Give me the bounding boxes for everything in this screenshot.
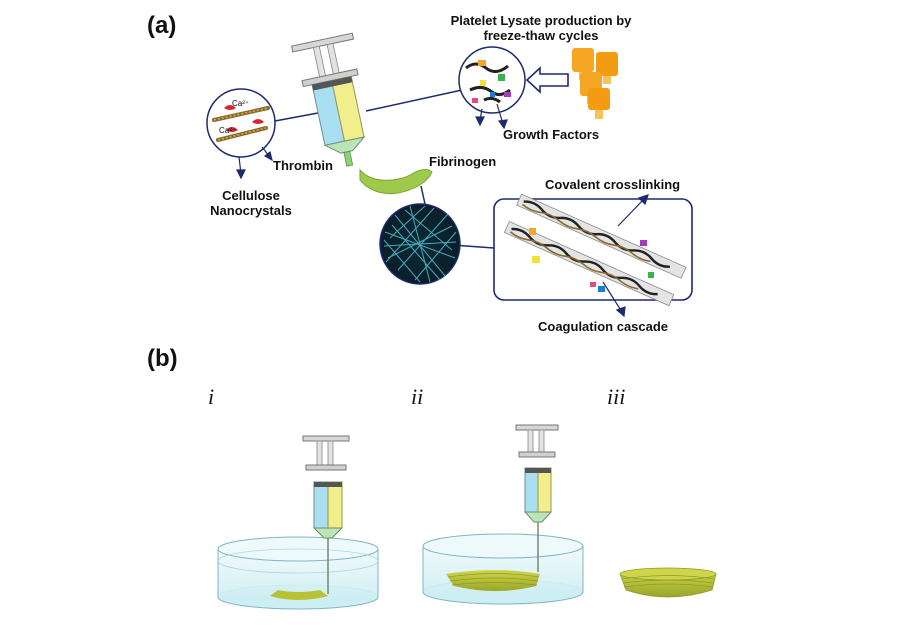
callout-arrows	[602, 194, 649, 318]
platelet-lysate-title-line1: Platelet Lysate production by	[450, 13, 632, 28]
fibrinogen-label: Fibrinogen	[429, 154, 497, 169]
step-ii-dish	[422, 533, 584, 605]
platelet-bags	[572, 48, 618, 119]
growth-factors-label: Growth Factors	[503, 127, 600, 142]
growth-factor-arrows	[475, 103, 508, 130]
step-i-illustration	[217, 435, 379, 610]
hollow-arrow	[525, 66, 569, 94]
calcium-ion-label-bottom: Ca²⁺	[219, 126, 237, 135]
cellulose-label-line2: Nanocrystals	[210, 203, 292, 218]
step-i-syringe	[302, 435, 350, 594]
coagulation-cascade-label: Coagulation cascade	[538, 319, 669, 334]
step-ii-label: ii	[411, 384, 424, 409]
panel-b-label: (b)	[147, 345, 178, 372]
hydrogel-strand	[359, 168, 433, 195]
step-iii-scaffold	[619, 567, 717, 598]
thrombin-label: Thrombin	[273, 158, 333, 173]
platelet-lysate-title-line2: freeze-thaw cycles	[483, 28, 599, 43]
platelet-lysate-circle	[458, 46, 526, 114]
step-iii-label: iii	[607, 384, 626, 409]
step-i-label: i	[208, 384, 215, 409]
cellulose-arrows	[236, 146, 273, 180]
cellulose-label-line1: Cellulose	[222, 188, 280, 203]
main-syringe	[291, 32, 366, 167]
calcium-ion-label-top: Ca²⁺	[232, 99, 250, 108]
platelet-lysate-title: Platelet Lysate production by freeze-tha…	[418, 13, 664, 43]
covalent-crosslinking-label: Covalent crosslinking	[545, 177, 681, 192]
fibrin-network-circle	[379, 203, 461, 285]
step-i-dish	[217, 536, 379, 610]
step-ii-syringe	[515, 424, 559, 572]
cellulose-nanocrystal-circle	[206, 88, 276, 158]
step-ii-illustration	[422, 424, 584, 605]
crosslinking-callout	[493, 193, 693, 307]
panel-a-label: (a)	[147, 12, 177, 39]
cellulose-nanocrystals-label: Cellulose Nanocrystals	[196, 188, 306, 218]
